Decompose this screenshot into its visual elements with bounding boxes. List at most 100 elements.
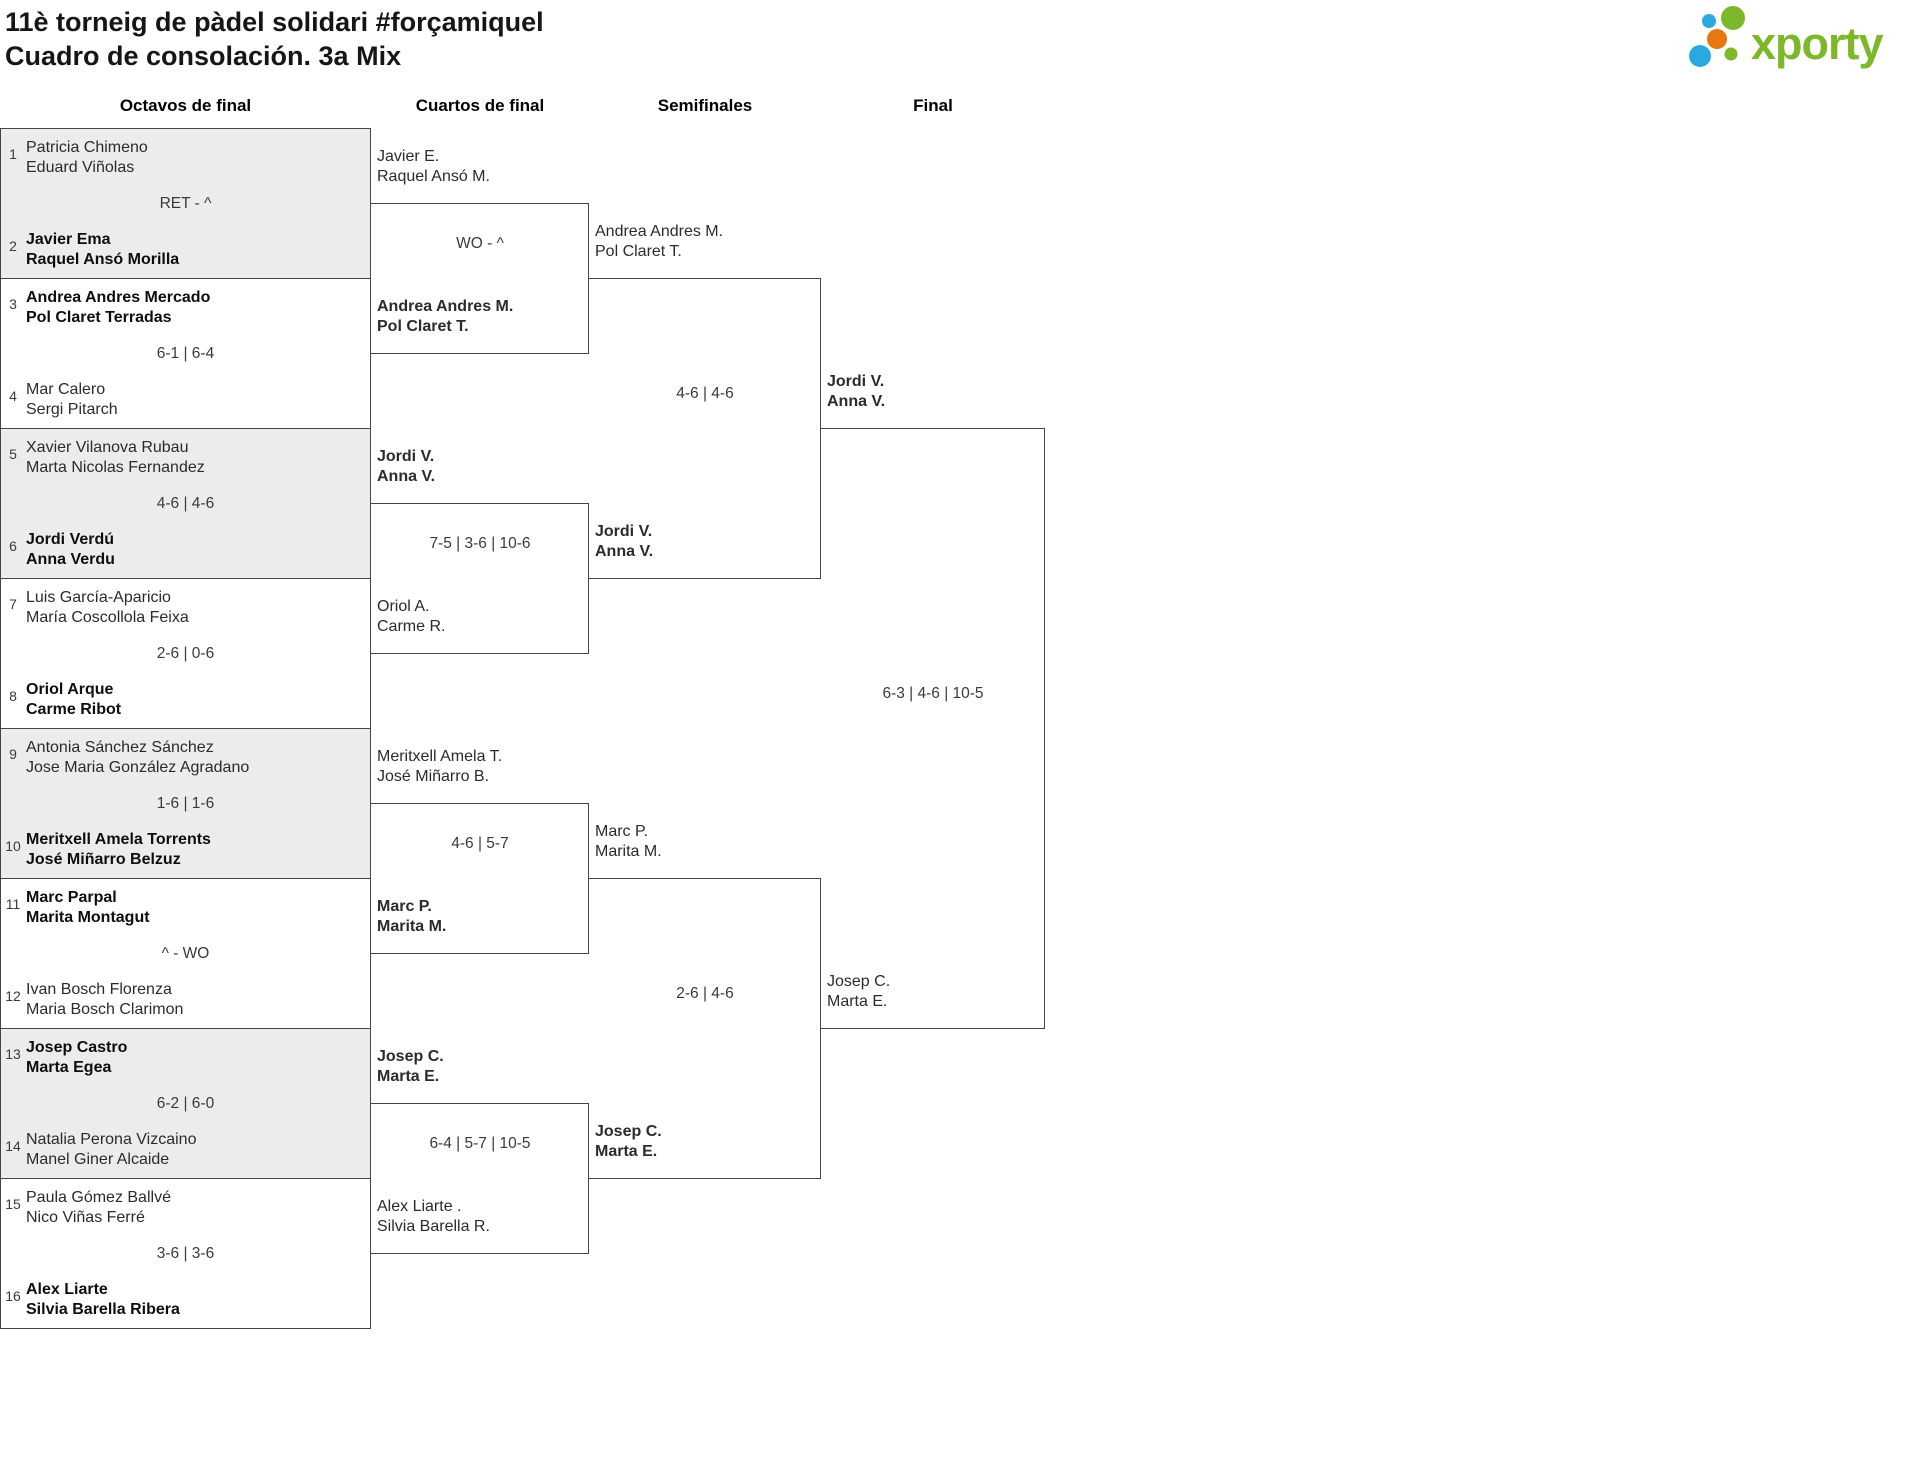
seed-number: 3 [9,296,17,312]
seed-number: 6 [9,538,17,554]
team-pair: Patricia Chimeno Eduard Viñolas [26,138,366,177]
seed-number: 1 [9,146,17,162]
team-pair: Andrea Andres Mercado Pol Claret Terrada… [26,288,366,327]
team-pair: Alex Liarte Silvia Barella Ribera [26,1280,366,1319]
team-name-line: Marta Egea [26,1058,112,1076]
bracket-line [589,278,821,279]
bracket-line [371,803,589,804]
logo-text: xporty [1751,18,1884,69]
team-name-line: Andrea Andres Mercado [26,289,211,306]
team-name-line: Mar Calero [26,381,106,398]
seed-number: 15 [5,1196,21,1212]
cuartos-entry-8: Alex Liarte . Silvia Barella R. [377,1197,592,1236]
match-score: 3-6 | 3-6 [156,1245,215,1262]
team-name-line: Alex Liarte . [377,1198,462,1215]
team-name-line: Nico Viñas Ferré [26,1208,145,1226]
team-name-line: Natalia Perona Vizcaino [26,1131,197,1148]
team-name-line: Marita M. [377,917,447,935]
match-score: RET - ^ [159,195,212,212]
final-entry-1: Jordi V. Anna V. [827,372,1042,411]
bracket-connector [588,203,589,354]
bracket-line [371,203,589,204]
bracket-line [371,953,589,954]
cuartos-entry-6: Marc P. Marita M. [377,897,592,936]
bracket-connector [588,803,589,954]
team-name-line: Ivan Bosch Florenza [26,981,172,998]
bracket-line [589,578,821,579]
logo-dot-green-small [1724,47,1738,61]
cuartos-score-1: WO - ^ [456,235,504,252]
team-name-line: Meritxell Amela T. [377,748,503,765]
team-name-line: Alex Liarte [26,1281,108,1298]
bracket-connector [1044,428,1045,1029]
team-name-line: Paula Gómez Ballvé [26,1189,171,1206]
logo-dot-green-big [1721,6,1745,30]
team-name-line: José Miñarro Belzuz [26,850,181,868]
team-pair: Javier Ema Raquel Ansó Morilla [26,230,366,269]
logo-dot-orange [1707,29,1727,49]
team-name-line: Raquel Ansó Morilla [26,250,180,268]
octavos-match-2: 3 Andrea Andres Mercado Pol Claret Terra… [0,278,371,429]
semifinal-entry-4: Josep C. Marta E. [595,1122,810,1161]
page-title: 11è torneig de pàdel solidari #forçamiqu… [5,7,544,37]
seed-number: 5 [9,446,17,462]
bracket-connector [588,1103,589,1254]
octavos-match-1: 1 Patricia Chimeno Eduard Viñolas RET - … [0,128,371,279]
page-subtitle: Cuadro de consolación. 3a Mix [5,41,402,71]
seed-number: 4 [9,388,17,404]
team-name-line: Jordi V. [377,448,435,465]
final-score: 6-3 | 4-6 | 10-5 [882,685,984,702]
semifinal-entry-1: Andrea Andres M. Pol Claret T. [595,222,810,261]
octavos-match-4: 7 Luis García-Aparicio María Coscollola … [0,578,371,729]
final-entry-2: Josep C. Marta E. [827,972,1042,1011]
team-name-line: Andrea Andres M. [595,223,724,240]
cuartos-entry-7: Josep C. Marta E. [377,1047,592,1086]
team-name-line: Raquel Ansó M. [377,167,490,185]
team-name-line: Pol Claret T. [595,242,682,260]
team-name-line: Eduard Viñolas [26,158,135,176]
team-pair: Luis García-Aparicio María Coscollola Fe… [26,588,366,627]
seed-number: 13 [5,1046,21,1062]
team-pair: Josep Castro Marta Egea [26,1038,366,1077]
team-name-line: Josep C. [377,1048,444,1065]
seed-number: 9 [9,746,17,762]
team-name-line: Luis García-Aparicio [26,589,171,606]
team-name-line: Javier Ema [26,231,111,248]
bracket-connector [588,503,589,654]
xporty-logo[interactable]: xporty [1685,2,1900,72]
team-name-line: Xavier Vilanova Rubau [26,439,189,456]
team-name-line: Marita M. [595,842,662,860]
cuartos-score-2: 7-5 | 3-6 | 10-6 [429,535,531,552]
octavos-match-8: 15 Paula Gómez Ballvé Nico Viñas Ferré 3… [0,1178,371,1329]
team-name-line: Javier E. [377,148,440,165]
seed-number: 7 [9,596,17,612]
seed-number: 12 [5,988,21,1004]
team-name-line: Jordi Verdú [26,531,115,548]
team-name-line: Silvia Barella Ribera [26,1300,180,1318]
cuartos-entry-1: Javier E. Raquel Ansó M. [377,147,592,186]
octavos-match-3: 5 Xavier Vilanova Rubau Marta Nicolas Fe… [0,428,371,579]
bracket-line [821,428,1045,429]
seed-number: 11 [5,896,21,912]
semifinal-entry-3: Marc P. Marita M. [595,822,810,861]
team-name-line: Oriol Arque [26,681,114,698]
round-header-cuartos: Cuartos de final [415,96,545,115]
cuartos-entry-3: Jordi V. Anna V. [377,447,592,486]
team-name-line: Oriol A. [377,598,430,615]
team-name-line: Patricia Chimeno [26,139,148,156]
round-header-octavos: Octavos de final [119,96,252,115]
team-name-line: Marta E. [595,1142,658,1160]
round-header-final: Final [913,96,953,115]
cuartos-entry-4: Oriol A. Carme R. [377,597,592,636]
team-pair: Ivan Bosch Florenza Maria Bosch Clarimon [26,980,366,1019]
team-name-line: Anna V. [595,542,654,560]
team-name-line: Maria Bosch Clarimon [26,1000,184,1018]
bracket-line [371,1103,589,1104]
semifinal-entry-2: Jordi V. Anna V. [595,522,810,561]
team-name-line: Josep C. [827,973,891,990]
team-pair: Xavier Vilanova Rubau Marta Nicolas Fern… [26,438,366,477]
team-name-line: Josep C. [595,1123,662,1140]
team-pair: Mar Calero Sergi Pitarch [26,380,366,419]
team-name-line: Jordi V. [595,523,653,540]
